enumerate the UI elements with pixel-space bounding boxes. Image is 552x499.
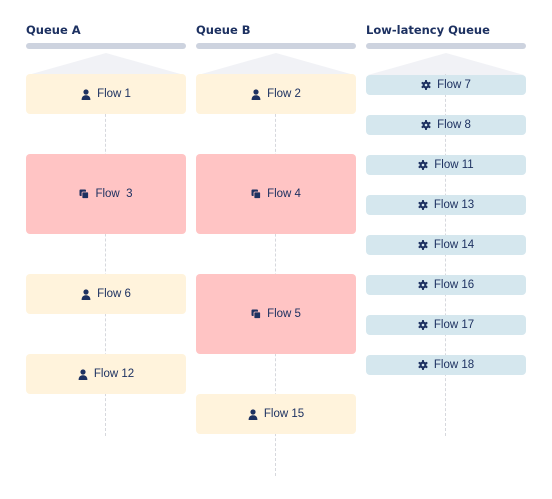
queue-title: Queue A <box>26 23 81 37</box>
queue-funnel <box>368 53 524 75</box>
queue-stem <box>105 74 106 436</box>
low-latency-queue-column: Low-latency Queue Flow 7 Flow 8 Flow 11 … <box>366 0 526 499</box>
flow-card[interactable]: Flow 8 <box>366 115 526 135</box>
stacked-pages-icon <box>251 189 261 199</box>
flow-card[interactable]: Flow 11 <box>366 155 526 175</box>
person-icon <box>81 88 91 100</box>
flow-label: Flow 13 <box>433 199 475 211</box>
flow-label: Flow 5 <box>267 308 301 320</box>
flow-label: Flow 16 <box>433 279 475 291</box>
gear-icon <box>421 80 431 90</box>
flow-label: Flow 2 <box>267 88 301 100</box>
gear-icon <box>418 160 428 170</box>
flow-card[interactable]: Flow 2 <box>196 74 356 114</box>
gear-icon <box>418 360 428 370</box>
gear-icon <box>418 280 428 290</box>
flow-card[interactable]: Flow 4 <box>196 154 356 234</box>
flow-card[interactable]: Flow 13 <box>366 195 526 215</box>
queue-b-column: Queue B Flow 2 Flow 4 Flow 5 Flow 15 <box>196 0 356 499</box>
flow-label: Flow 18 <box>433 359 475 371</box>
person-icon <box>248 408 258 420</box>
flow-label: Flow 11 <box>434 159 474 171</box>
flow-card[interactable]: Flow 5 <box>196 274 356 354</box>
queue-title: Low-latency Queue <box>366 23 490 37</box>
flow-card[interactable]: Flow 6 <box>26 274 186 314</box>
queue-bar <box>196 43 356 49</box>
flow-card[interactable]: Flow 7 <box>366 75 526 95</box>
stacked-pages-icon <box>251 309 261 319</box>
flow-card[interactable]: Flow 16 <box>366 275 526 295</box>
flow-card[interactable]: Flow 17 <box>366 315 526 335</box>
flow-label: Flow 4 <box>267 188 301 200</box>
flow-label: Flow 17 <box>433 319 475 331</box>
gear-icon <box>418 240 428 250</box>
flow-label: Flow 3 <box>95 188 133 200</box>
queue-bar <box>366 43 526 49</box>
flow-label: Flow 6 <box>97 288 131 300</box>
queue-funnel <box>198 53 354 75</box>
person-icon <box>81 288 91 300</box>
queue-bar <box>26 43 186 49</box>
flow-label: Flow 7 <box>437 79 471 91</box>
flow-card[interactable]: Flow 14 <box>366 235 526 255</box>
flow-card[interactable]: Flow 15 <box>196 394 356 434</box>
flow-label: Flow 8 <box>437 119 471 131</box>
flow-label: Flow 1 <box>97 88 131 100</box>
gear-icon <box>421 120 431 130</box>
flow-card[interactable]: Flow 1 <box>26 74 186 114</box>
flow-card[interactable]: Flow 12 <box>26 354 186 394</box>
person-icon <box>251 88 261 100</box>
flow-label: Flow 15 <box>263 408 305 420</box>
gear-icon <box>418 200 428 210</box>
flow-card[interactable]: Flow 3 <box>26 154 186 234</box>
flow-card[interactable]: Flow 18 <box>366 355 526 375</box>
queue-a-column: Queue A Flow 1 Flow 3 Flow 6 Flow 12 <box>26 0 186 499</box>
queue-title: Queue B <box>196 23 251 37</box>
gear-icon <box>418 320 428 330</box>
flow-label: Flow 12 <box>93 368 135 380</box>
flow-label: Flow 14 <box>433 239 475 251</box>
queue-stem <box>445 74 446 436</box>
person-icon <box>78 368 88 380</box>
stacked-pages-icon <box>79 189 90 199</box>
queue-funnel <box>28 53 184 75</box>
